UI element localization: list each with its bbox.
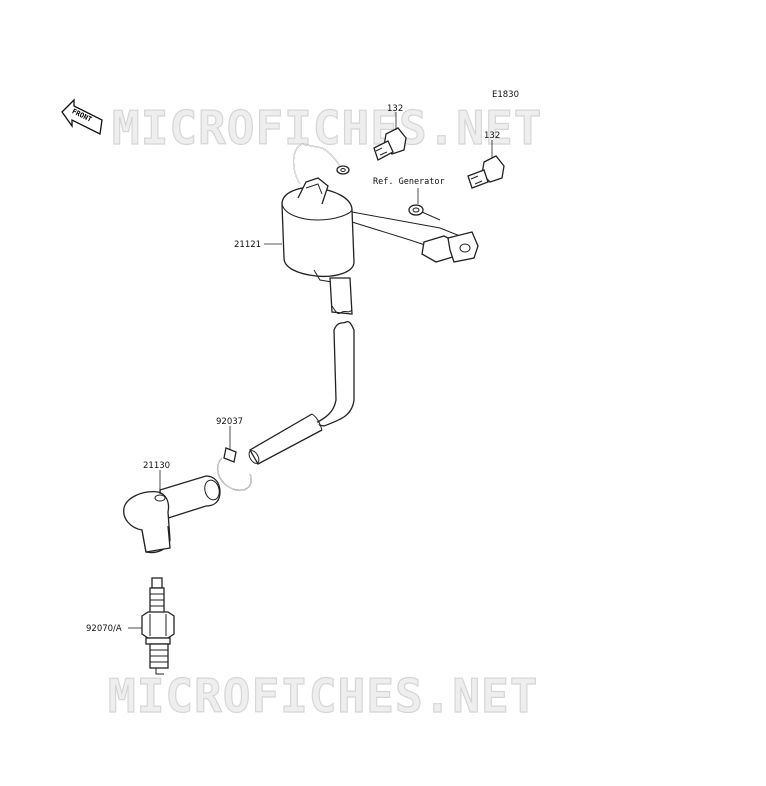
bolt-right[interactable] [467, 155, 505, 189]
ht-lead-upper [329, 277, 353, 315]
label-ref-generator: Ref. Generator [373, 177, 445, 187]
ht-lead-lower [248, 320, 355, 465]
ground-terminal [336, 165, 350, 175]
coil-connector[interactable] [421, 231, 479, 263]
watermark-top: MICROFICHES.NET [112, 101, 542, 155]
clamp[interactable] [217, 447, 252, 491]
label-bolt-right: 132 [484, 131, 500, 141]
front-arrow-icon: FRONT [61, 98, 103, 135]
label-bolt-left: 132 [387, 104, 403, 114]
label-ignition-coil: 21121 [234, 240, 261, 250]
bolt-left[interactable] [373, 127, 407, 161]
ignition-coil[interactable] [281, 177, 355, 283]
washer [408, 204, 424, 216]
label-spark-plug: 92070/A [86, 624, 122, 634]
watermark-bottom: MICROFICHES.NET [108, 669, 538, 723]
spark-plug[interactable] [141, 577, 175, 675]
label-clamp: 92037 [216, 417, 243, 427]
label-plug-cap: 21130 [143, 461, 170, 471]
plug-cap[interactable] [123, 475, 222, 554]
diagram-code: E1830 [492, 90, 519, 100]
